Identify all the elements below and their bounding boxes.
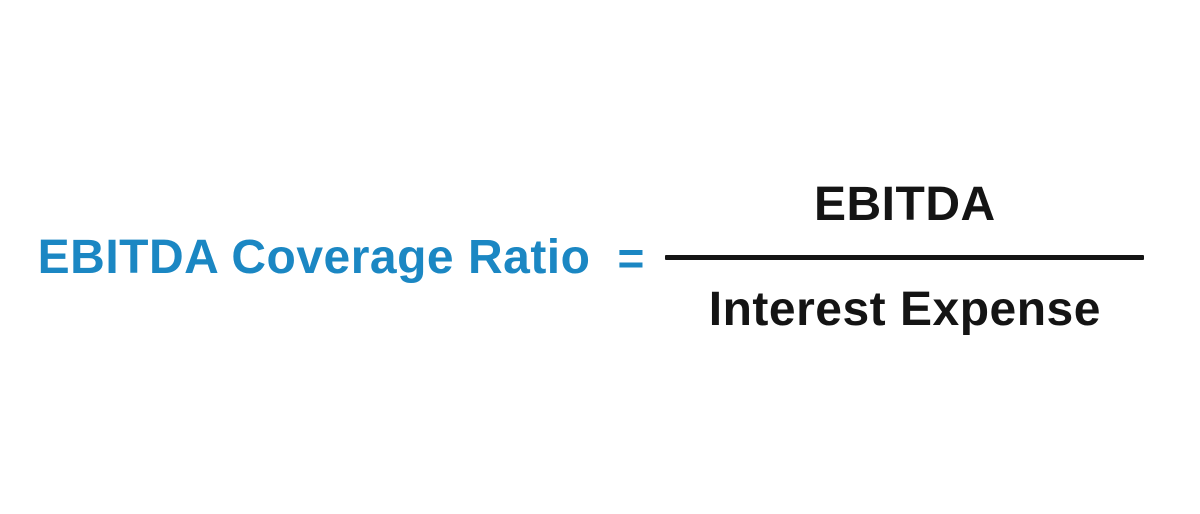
formula-title: EBITDA Coverage Ratio: [37, 230, 591, 284]
fraction-bar: [665, 254, 1145, 260]
fraction-denominator: Interest Expense: [708, 282, 1101, 336]
fraction: EBITDA Interest Expense: [665, 177, 1145, 336]
equals-sign: =: [617, 232, 645, 284]
fraction-numerator: EBITDA: [814, 177, 996, 231]
